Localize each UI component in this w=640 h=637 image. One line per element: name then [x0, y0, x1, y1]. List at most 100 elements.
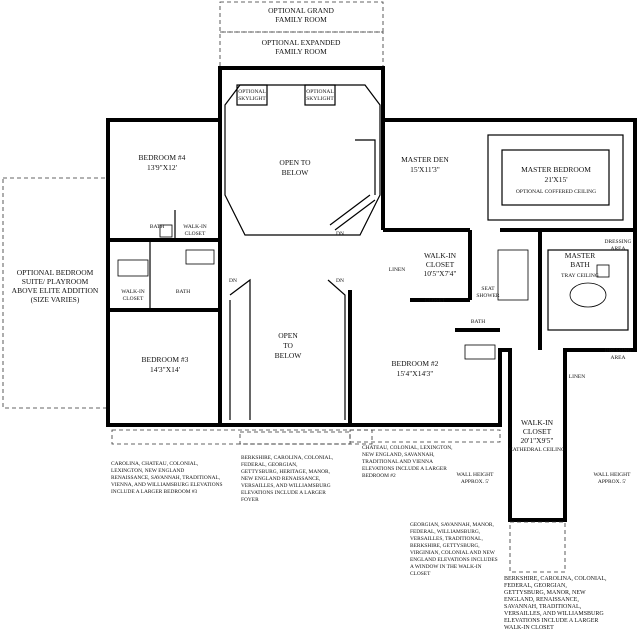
plan-label: 15'X11'3" [410, 165, 440, 174]
optional-family-rooms: OPTIONAL GRAND FAMILY ROOM OPTIONAL EXPA… [219, 1, 384, 69]
plan-line [239, 431, 351, 445]
plan-label: GETTYSBURG, MANOR, NEW [504, 590, 586, 596]
plan-label: TRAY CEILING [561, 273, 599, 279]
plan-label: 20'1"X9'5" [521, 436, 554, 445]
plan-label: SKYLIGHT [306, 96, 334, 102]
note-window: GEORGIAN, SAVANNAH, MANOR, FEDERAL, WILL… [410, 522, 498, 577]
plan-label: FAMILY ROOM [275, 47, 327, 56]
fixtures [117, 224, 610, 360]
plan-label: INCLUDE A LARGER BEDROOM #3 [111, 489, 198, 495]
plan-line [117, 259, 149, 277]
plan-line [304, 84, 336, 106]
note-bedroom3: CAROLINA, CHATEAU, COLONIAL, LEXINGTON, … [111, 461, 223, 495]
plan-line [159, 224, 173, 238]
optional-bedroom-suite: OPTIONAL BEDROOM SUITE/ PLAYROOM ABOVE E… [2, 177, 109, 409]
plan-label: OPTIONAL [306, 89, 334, 95]
plan-label: MASTER [565, 251, 595, 260]
plan-label: TO [283, 341, 293, 350]
plan-label: CHATEAU, COLONIAL, LEXINGTON, [362, 445, 453, 451]
plan-label: APPROX. 5' [598, 479, 626, 485]
small-labels: BATH WALK-IN CLOSET WALK-IN CLOSET BATH … [121, 224, 631, 485]
plan-label: WALK-IN CLOSET [504, 625, 554, 631]
plan-label: CLOSET [425, 298, 446, 304]
plan-label: DN [336, 231, 344, 237]
plan-line [596, 264, 610, 278]
plan-label: BEDROOM #4 [139, 153, 186, 162]
window-strips [111, 429, 566, 573]
plan-label: VIRGINIAN, COLONIAL AND NEW [410, 550, 496, 556]
plan-label: APPROX. 5' [461, 479, 489, 485]
plan-label: (SIZE VARIES) [31, 295, 80, 304]
plan-label: BELOW [282, 168, 310, 177]
plan-label: FAMILY ROOM [275, 15, 327, 24]
note-closet: BERKSHIRE, CAROLINA, COLONIAL, FEDERAL, … [504, 576, 607, 631]
plan-label: BATH [471, 319, 485, 325]
plan-label: CLOSET [523, 427, 552, 436]
plan-label: CATHEDRAL CEILING [509, 447, 565, 453]
plan-label: DN [229, 278, 237, 284]
plan-line [185, 249, 215, 265]
plan-label: OPTIONAL EXPANDED [262, 38, 341, 47]
elevation-notes: CAROLINA, CHATEAU, COLONIAL, LEXINGTON, … [111, 445, 607, 631]
plan-label: 14'3"X14' [150, 365, 181, 374]
plan-label: CLOSET [426, 260, 455, 269]
plan-label: 21'X15' [544, 175, 568, 184]
master-bath-tray [547, 249, 629, 331]
plan-label: NEW ENGLAND RENAISSANCE, [241, 476, 321, 482]
plan-line [236, 84, 268, 106]
plan-label: ENGLAND ELEVATIONS INCLUDES [410, 557, 498, 563]
plan-label: ABOVE ELITE ADDITION [12, 286, 99, 295]
plan-line [569, 282, 607, 308]
plan-label: OPTIONAL [238, 89, 266, 95]
plan-label: AREA [611, 355, 626, 361]
plan-label: SHOWER [476, 293, 500, 299]
plan-label: FEDERAL, WILLIAMSBURG, [410, 529, 481, 535]
plan-line [229, 278, 346, 420]
plan-line [329, 139, 376, 231]
note-foyer: BERKSHIRE, CAROLINA, COLONIAL, FEDERAL, … [241, 455, 334, 503]
plan-label: TRADITIONAL AND VIENNA [362, 459, 433, 465]
exterior-walls [106, 66, 637, 522]
plan-label: GETTYSBURG, HERITAGE, MANOR, [241, 469, 331, 475]
plan-line [497, 249, 529, 301]
plan-label: WALK-IN [121, 289, 145, 295]
plan-label: FEDERAL, GEORGIAN, [504, 583, 567, 589]
plan-label: DN [336, 278, 344, 284]
plan-line [464, 344, 496, 360]
plan-label: MASTER BEDROOM [521, 165, 591, 174]
plan-line [111, 429, 373, 445]
plan-label: 10'5"X7'4" [424, 269, 457, 278]
plan-label: RENAISSANCE, SAVANNAH, TRADITIONAL, [111, 475, 221, 481]
plan-label: BERKSHIRE, CAROLINA, COLONIAL, [504, 576, 607, 582]
plan-line [509, 521, 566, 573]
plan-label: DRESSING [605, 348, 632, 354]
plan-line [349, 429, 501, 443]
plan-label: DRESSING [605, 239, 632, 245]
plan-label: WALK-IN [183, 224, 207, 230]
plan-label: WALK-IN [424, 251, 457, 260]
plan-label: LINEN [389, 267, 406, 273]
plan-label: SUITE/ PLAYROOM [22, 277, 89, 286]
plan-label: OPTIONAL GRAND [268, 6, 334, 15]
plan-label: WALL HEIGHT [457, 472, 495, 478]
plan-label: CAROLINA, CHATEAU, COLONIAL, [111, 461, 199, 467]
plan-label: VIENNA, AND WILLIAMSBURG ELEVATIONS [111, 482, 223, 488]
plan-line [501, 149, 610, 206]
room-labels: OPTIONAL SKYLIGHT OPTIONAL SKYLIGHT BEDR… [139, 89, 599, 453]
plan-label: OPEN TO [279, 158, 311, 167]
plan-label: OPTIONAL BEDROOM [17, 268, 94, 277]
master-bedroom-ceiling [487, 134, 624, 221]
plan-label: SEAT [481, 286, 495, 292]
plan-label: LEXINGTON, NEW ENGLAND [111, 468, 184, 474]
plan-label: CLOSET [410, 571, 431, 577]
plan-line [219, 1, 384, 33]
plan-label: 15'4"X14'3" [397, 369, 434, 378]
plan-line [487, 134, 624, 221]
plan-label: WALK-IN [521, 418, 554, 427]
plan-label: SKYLIGHT [238, 96, 266, 102]
plan-label: BEDROOM #3 [142, 355, 189, 364]
plan-label: BERKSHIRE, GETTYSBURG, [410, 543, 480, 549]
plan-label: NEW ENGLAND, SAVANNAH, [362, 452, 435, 458]
plan-line [106, 66, 637, 522]
plan-label: CLOSET [123, 296, 144, 302]
